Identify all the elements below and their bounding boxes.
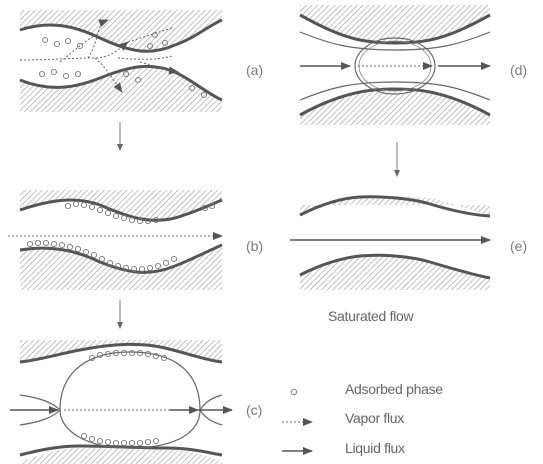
legend-adsorbed-symbol <box>291 389 297 395</box>
panel-a <box>20 10 222 112</box>
legend-symbols <box>282 389 312 451</box>
legend-adsorbed-phase: Adsorbed phase <box>345 381 443 397</box>
panel-a-bottom-wall-hatch <box>20 66 222 112</box>
panel-d-top-wall-hatch <box>300 5 490 43</box>
legend-liquid-flux: Liquid flux <box>345 440 405 456</box>
panel-e <box>290 196 490 290</box>
panel-d <box>300 5 490 125</box>
transition-arrows <box>120 122 397 328</box>
panel-c-adsorbed-molecules <box>81 350 166 445</box>
panel-b-bottom-wall-hatch <box>20 245 222 290</box>
panel-b-top-wall-hatch <box>20 190 222 220</box>
label-a: (a) <box>246 62 263 78</box>
label-b: (b) <box>246 238 263 254</box>
panel-e-bottom-wall-hatch <box>300 255 490 290</box>
label-e: (e) <box>510 238 527 254</box>
label-c: (c) <box>246 402 262 418</box>
saturated-flow-caption: Saturated flow <box>328 308 413 324</box>
panel-c <box>10 340 232 464</box>
panel-b <box>8 190 222 290</box>
legend-vapor-flux: Vapor flux <box>345 410 404 426</box>
panel-c-liquid-bubble <box>60 352 200 448</box>
label-d: (d) <box>510 62 527 78</box>
